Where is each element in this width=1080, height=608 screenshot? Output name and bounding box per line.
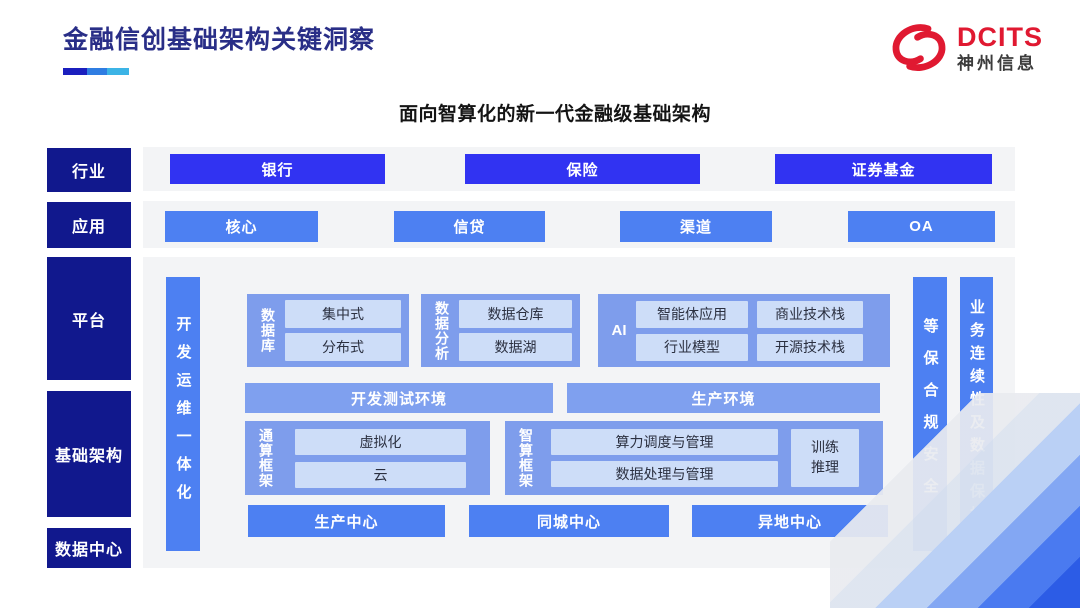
box-insurance: 保险 — [465, 154, 700, 184]
business-continuity-label: 业务连续性及数据保护 — [968, 299, 985, 529]
general-framework-group: 通算框架 虚拟化 云 — [245, 421, 490, 495]
devops-bar-label: 开发运维一体化 — [174, 316, 192, 512]
row-label-industry: 行业 — [47, 148, 131, 192]
box-oa: OA — [848, 211, 995, 242]
business-continuity-bar: 业务连续性及数据保护 — [960, 277, 993, 551]
analytics-group-label: 数据分析 — [434, 300, 450, 361]
center-same-city: 同城中心 — [469, 505, 669, 537]
item-virtualization: 虚拟化 — [295, 428, 466, 455]
logo-brand-text: DCITS — [957, 22, 1043, 53]
ai-group: AI 智能体应用 商业技术栈 行业模型 开源技术栈 — [598, 294, 890, 367]
dcits-logo: DCITS 神州信息 — [888, 20, 1043, 76]
page-title: 金融信创基础架构关键洞察 — [63, 26, 376, 54]
box-bank: 银行 — [170, 154, 385, 184]
item-data-warehouse: 数据仓库 — [459, 300, 572, 328]
env-production-bar: 生产环境 — [567, 383, 880, 413]
item-agent-app: 智能体应用 — [636, 300, 748, 328]
ai-group-label: AI — [611, 322, 627, 339]
logo-company-text: 神州信息 — [957, 53, 1037, 73]
env-dev-test-bar: 开发测试环境 — [245, 383, 553, 413]
title-underline — [63, 68, 129, 75]
diagram-subtitle: 面向智算化的新一代金融级基础架构 — [398, 104, 711, 125]
item-compute-scheduling: 算力调度与管理 — [551, 429, 778, 455]
center-production: 生产中心 — [248, 505, 445, 537]
box-channel: 渠道 — [620, 211, 772, 242]
row-label-datacenter: 数据中心 — [47, 528, 131, 568]
item-distributed: 分布式 — [285, 333, 401, 361]
box-credit: 信贷 — [394, 211, 545, 242]
box-securities-fund: 证券基金 — [775, 154, 992, 184]
devops-vertical-bar: 开发运维一体化 — [166, 277, 200, 551]
item-data-lake: 数据湖 — [459, 333, 572, 361]
dcits-swirl-icon — [892, 24, 946, 71]
row-label-application: 应用 — [47, 202, 131, 248]
database-group: 数据库 集中式 分布式 — [247, 294, 409, 367]
item-training-inference: 训练 推理 — [791, 429, 859, 487]
security-compliance-bar: 等保合规安全 — [913, 277, 947, 551]
item-centralized: 集中式 — [285, 300, 401, 328]
item-data-processing: 数据处理与管理 — [551, 461, 778, 487]
underline-segment-mid — [87, 68, 107, 75]
general-framework-label: 通算框架 — [258, 428, 274, 488]
item-opensource-stack: 开源技术栈 — [757, 333, 863, 361]
database-group-label: 数据库 — [260, 308, 276, 353]
analytics-group: 数据分析 数据仓库 数据湖 — [421, 294, 580, 367]
item-industry-model: 行业模型 — [636, 333, 748, 361]
item-cloud: 云 — [295, 461, 466, 488]
item-commercial-stack: 商业技术栈 — [757, 300, 863, 328]
box-core: 核心 — [165, 211, 318, 242]
intelligent-framework-group: 智算框架 算力调度与管理 数据处理与管理 训练 推理 — [505, 421, 883, 495]
row-label-infrastructure: 基础架构 — [47, 391, 131, 517]
intelligent-framework-label: 智算框架 — [518, 428, 534, 488]
center-remote: 异地中心 — [692, 505, 888, 537]
row-label-platform: 平台 — [47, 257, 131, 380]
underline-segment-light — [107, 68, 129, 75]
security-compliance-label: 等保合规安全 — [921, 318, 939, 510]
underline-segment-dark — [63, 68, 87, 75]
